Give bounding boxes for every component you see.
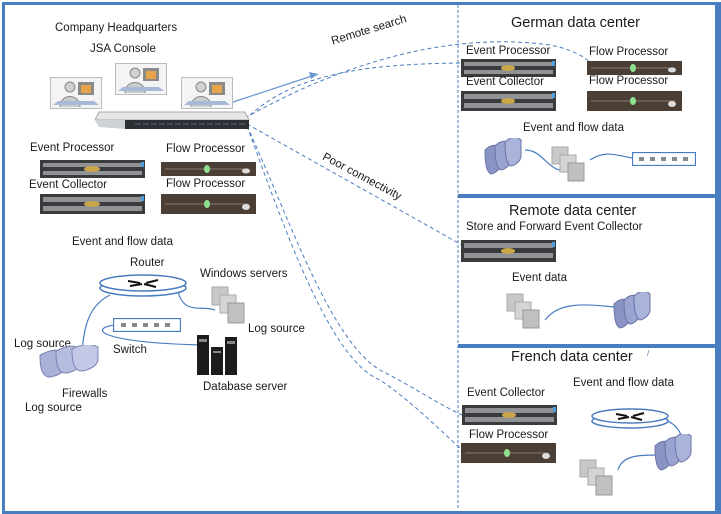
remote-servers-icon <box>506 293 540 329</box>
german-event-processor-server-icon <box>461 59 556 77</box>
router-icon <box>99 274 187 297</box>
german-flow-processor-label-2: Flow Processor <box>589 75 669 87</box>
french-servers-icon <box>579 459 613 496</box>
firewall-log-source-bottom-label: Log source <box>25 402 82 414</box>
french-firewalls-icon <box>654 434 692 471</box>
german-event-collector-label: Event Collector <box>466 76 544 88</box>
hq-flow-processor-label-2: Flow Processor <box>166 178 246 190</box>
hq-event-flow-data-label: Event and flow data <box>72 236 174 248</box>
french-dc-title: French data center <box>511 349 633 365</box>
remote-firewalls-icon <box>613 292 651 329</box>
link-to-remote <box>246 123 463 246</box>
french-router-icon <box>591 408 669 429</box>
windows-log-source-label: Log source <box>248 323 305 335</box>
workstation-icon <box>115 63 167 95</box>
german-event-processor-label: Event Processor <box>466 45 551 57</box>
link-to-french-fp <box>246 125 463 451</box>
german-dc-title: German data center <box>511 15 640 31</box>
german-switch-icon <box>632 152 696 166</box>
workstation-icon <box>50 77 102 109</box>
hq-event-collector-label: Event Collector <box>29 179 107 191</box>
german-event-flow-data-label: Event and flow data <box>523 122 625 134</box>
german-flow-processor-label-1: Flow Processor <box>589 46 669 58</box>
french-flow-processor-label: Flow Processor <box>469 429 549 441</box>
german-firewalls-icon <box>484 138 522 175</box>
french-event-flow-data-label: Event and flow data <box>573 377 675 389</box>
french-event-collector-server-icon <box>462 405 557 425</box>
link-to-german-flow <box>244 41 591 119</box>
german-flow-processor-server-icon <box>587 61 682 75</box>
windows-servers-icon <box>211 286 245 324</box>
store-forward-collector-label: Store and Forward Event Collector <box>466 221 643 233</box>
remote-dc-title: Remote data center <box>509 203 637 219</box>
event-collector-server-icon <box>40 194 145 214</box>
german-event-collector-server-icon <box>461 91 556 111</box>
french-flow-processor-server-icon <box>461 443 556 463</box>
firewall-log-source-top-label: Log source <box>14 338 71 350</box>
hq-title: Company Headquarters <box>55 22 178 34</box>
hq-event-processor-label: Event Processor <box>30 142 115 154</box>
workstation-icon <box>181 77 233 109</box>
french-event-collector-label: Event Collector <box>467 387 545 399</box>
database-server-icon <box>197 335 237 375</box>
remote-event-data-label: Event data <box>512 272 567 284</box>
arrowhead-icon <box>309 72 318 79</box>
german-flow-processor-server-icon-2 <box>587 91 682 111</box>
flow-processor-server-icon <box>161 194 256 214</box>
switch-icon <box>113 318 181 332</box>
windows-servers-label: Windows servers <box>200 268 288 280</box>
firewalls-icon <box>39 345 99 378</box>
german-servers-icon <box>551 146 585 182</box>
switch-label: Switch <box>113 344 147 356</box>
flow-processor-server-icon <box>161 162 256 176</box>
hq-flow-processor-label-1: Flow Processor <box>166 143 246 155</box>
database-server-label: Database server <box>203 381 288 393</box>
jsa-console-label: JSA Console <box>90 43 156 55</box>
store-forward-collector-server-icon <box>461 240 556 262</box>
remote-search-arrow <box>229 73 319 104</box>
console-appliance-icon <box>95 111 250 129</box>
event-processor-server-icon <box>40 160 145 178</box>
router-label: Router <box>130 257 165 269</box>
firewalls-label: Firewalls <box>62 388 108 400</box>
link-to-german-ep <box>244 62 463 121</box>
link-to-french-ec <box>246 125 463 416</box>
french-dc-mark: / <box>647 349 650 358</box>
